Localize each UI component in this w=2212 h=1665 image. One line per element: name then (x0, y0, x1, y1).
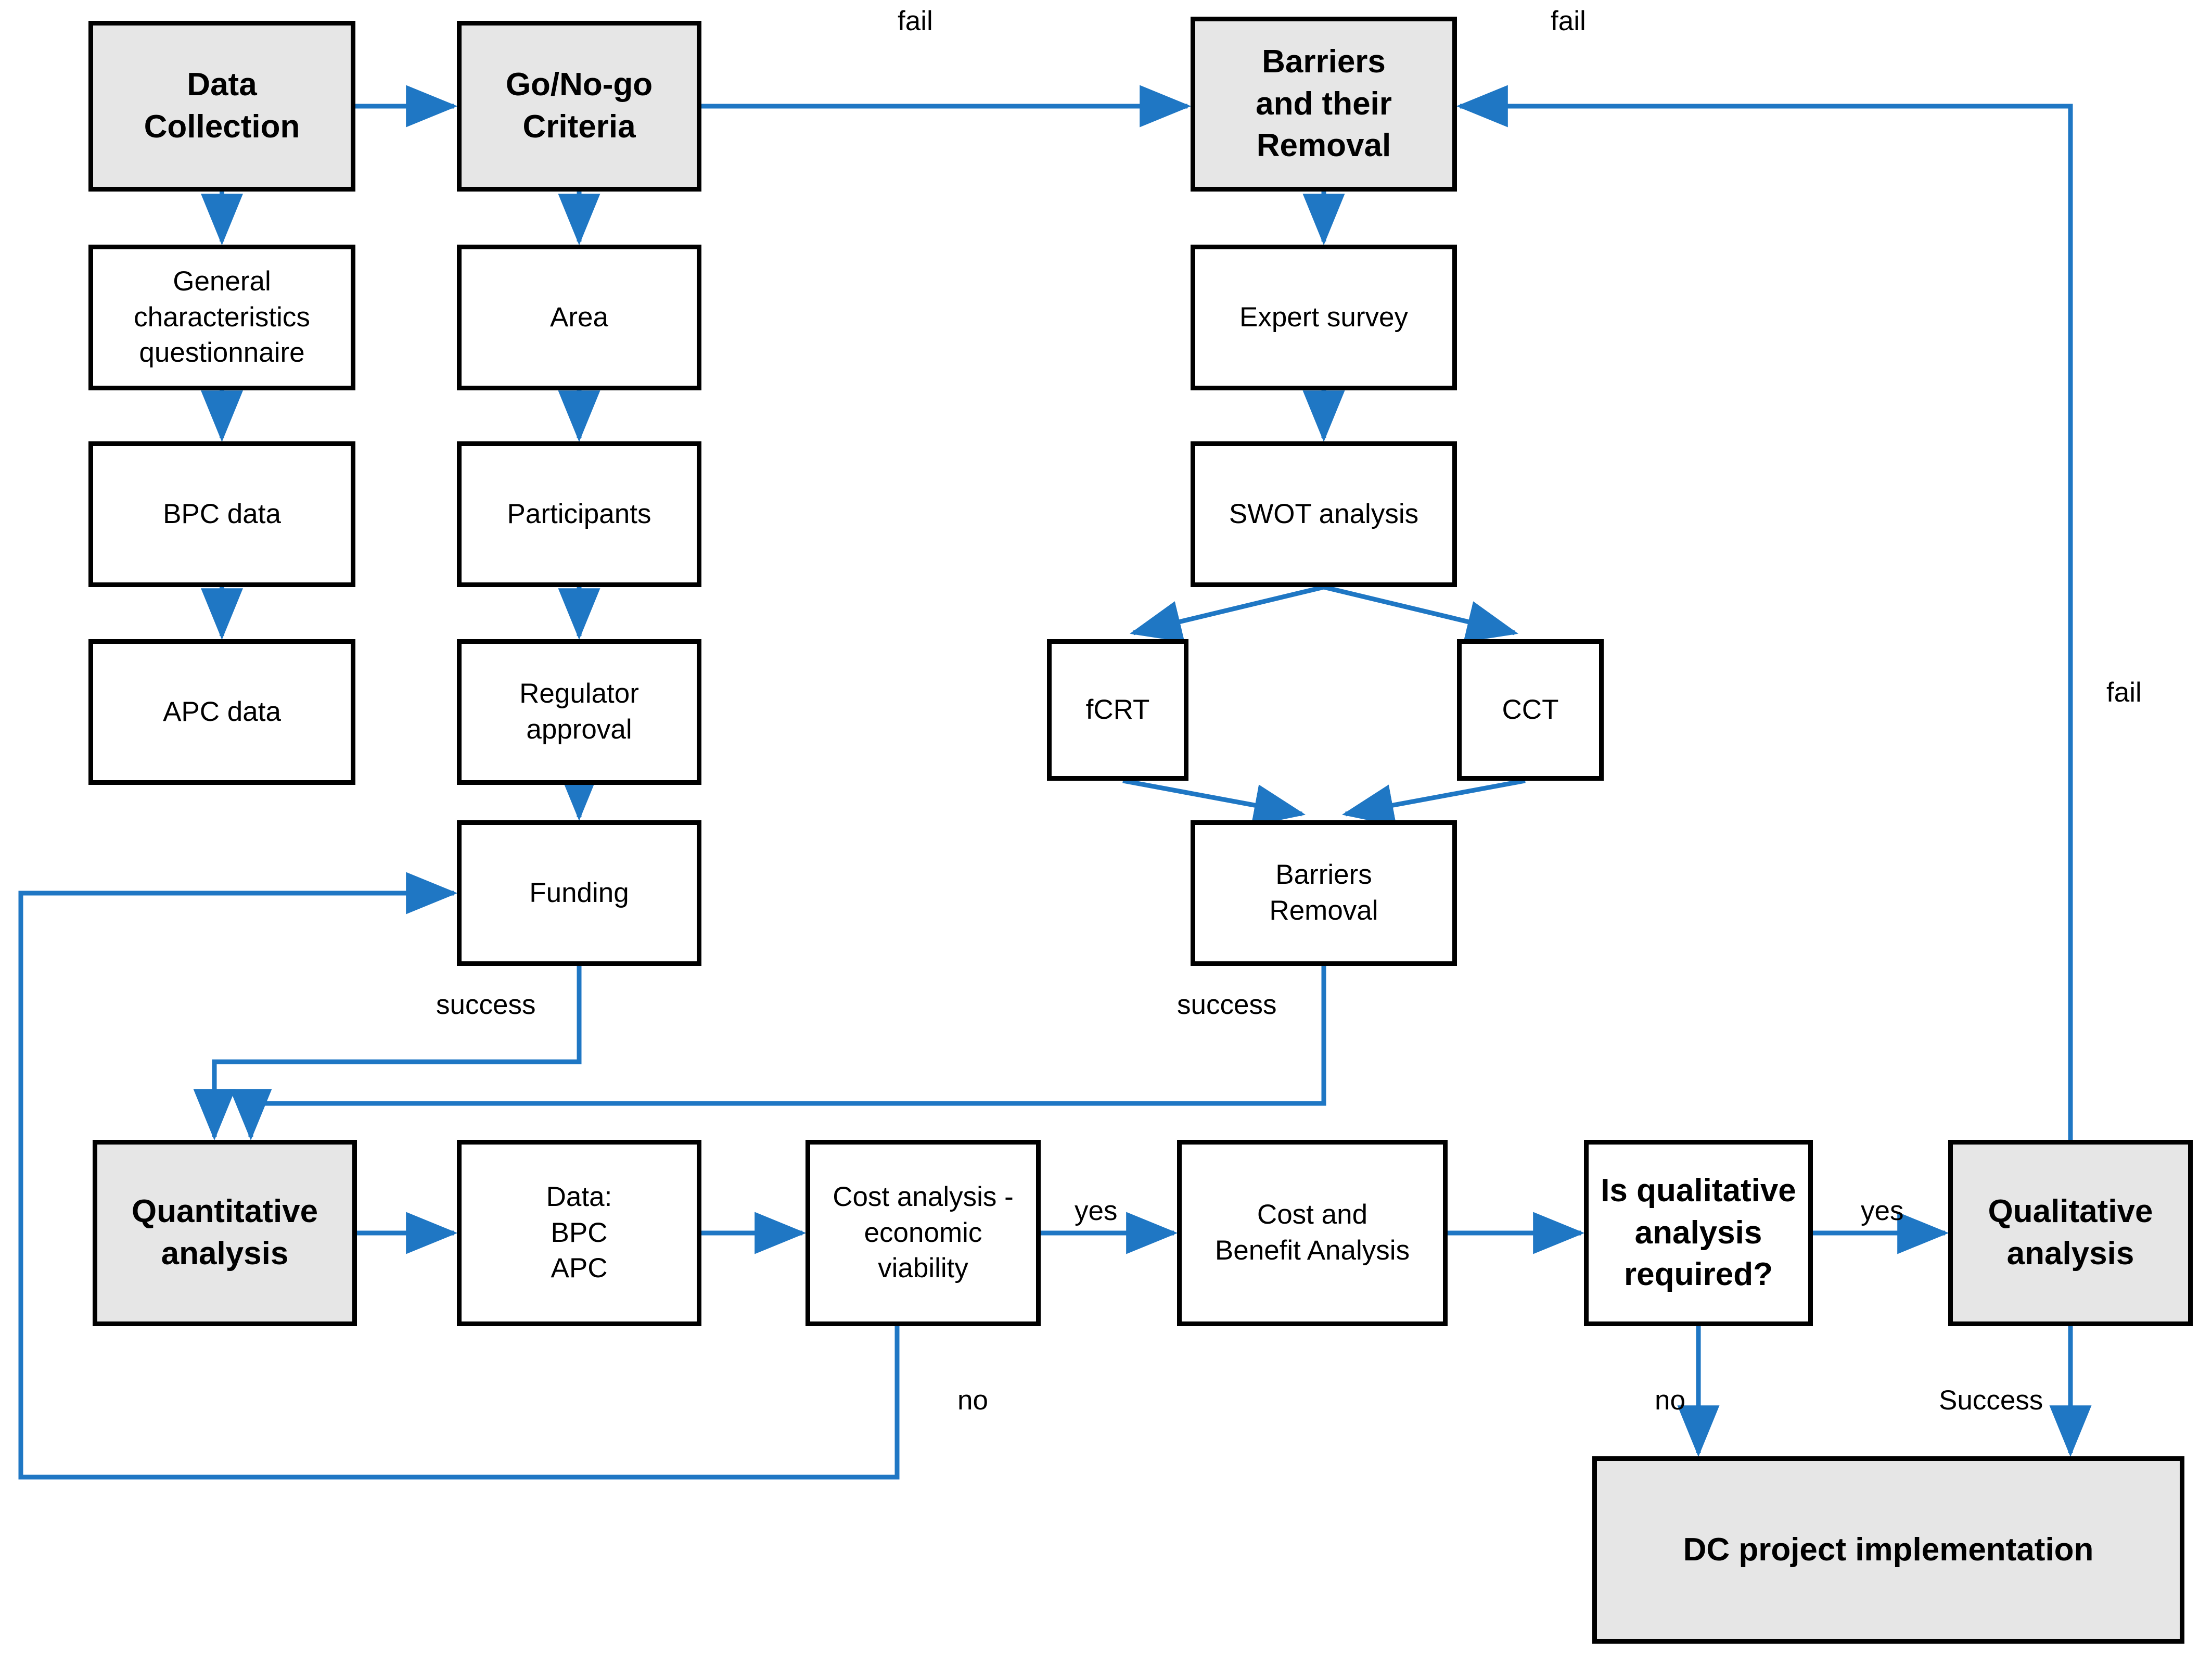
node-label-swot-analysis: SWOT analysis (1229, 498, 1419, 529)
node-fcrt[interactable]: fCRT (1047, 639, 1188, 781)
node-label-funding: Funding (529, 877, 629, 908)
edge-label-fail-go-to-barriers: fail (898, 6, 933, 36)
edge-label-success-to-dc-project: Success (1939, 1385, 2043, 1416)
edge-label-no-cost-analysis: no (957, 1385, 988, 1416)
node-participants[interactable]: Participants (457, 441, 701, 587)
node-label-dc-project-implementation: DC project implementation (1683, 1531, 2094, 1568)
node-area[interactable]: Area (457, 245, 701, 390)
node-funding[interactable]: Funding (457, 820, 701, 966)
edge-label-fail-right-vertical: fail (2106, 677, 2142, 708)
edge-label-yes-cost-to-benefit: yes (1075, 1196, 1118, 1226)
node-swot-analysis[interactable]: SWOT analysis (1191, 441, 1457, 587)
connector-fcrt-to-barriers-removal (1122, 778, 1306, 827)
edge-label-success-funding: success (436, 989, 536, 1020)
edge-label-success-barriers-removal: success (1177, 989, 1277, 1020)
connector-qualitative-to-barriers-fail (1456, 85, 2073, 1140)
edge-label-fail-right-top: fail (1551, 6, 1586, 36)
node-label-apc-data: APC data (163, 696, 281, 727)
node-expert-survey[interactable]: Expert survey (1191, 245, 1457, 390)
node-apc-data[interactable]: APC data (88, 639, 355, 785)
node-label-expert-survey: Expert survey (1239, 301, 1408, 333)
node-label-area: Area (550, 301, 608, 333)
node-label-participants: Participants (507, 498, 651, 529)
connector-swot-to-cct (1323, 584, 1519, 642)
node-bpc-data[interactable]: BPC data (88, 441, 355, 587)
connector-funding-success-to-quantitative (193, 966, 582, 1141)
connector-swot-to-fcrt (1129, 584, 1325, 642)
node-label-fcrt: fCRT (1085, 694, 1150, 725)
connector-barriers-removal-success-to-quantitative (229, 966, 1326, 1141)
node-label-cct: CCT (1502, 694, 1559, 725)
edge-label-no-to-dc-project: no (1655, 1385, 1685, 1416)
node-dc-project-implementation[interactable]: DC project implementation (1592, 1456, 2184, 1644)
edge-label-yes-to-qualitative: yes (1861, 1196, 1904, 1226)
node-label-bpc-data: BPC data (163, 498, 281, 529)
connector-cost-analysis-no-to-funding (18, 872, 900, 1480)
connector-cct-to-barriers-removal (1341, 778, 1526, 827)
node-cct[interactable]: CCT (1457, 639, 1604, 781)
